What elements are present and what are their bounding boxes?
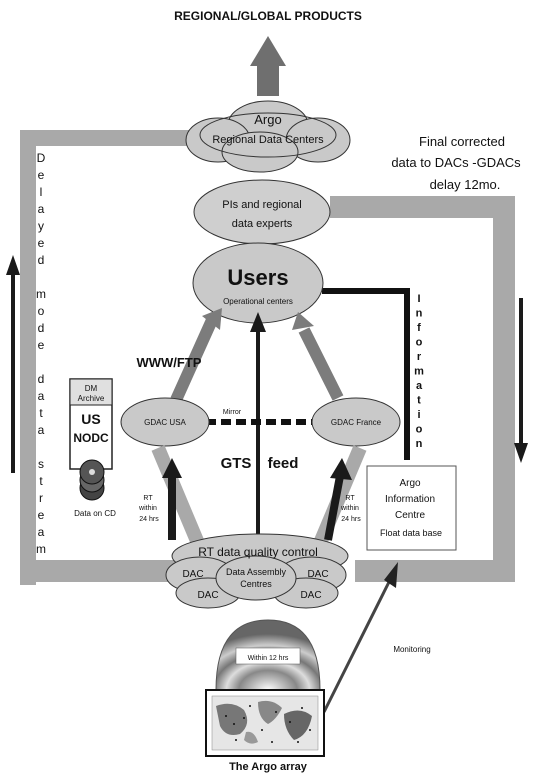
gdac-usa-label: GDAC USA [144, 418, 186, 427]
dm-archive-box: DM Archive US NODC [69, 378, 113, 470]
info-char-5: m [414, 366, 424, 378]
info-char-6: a [416, 380, 423, 392]
dms-char-22: a [38, 525, 45, 539]
dac-label-2: DAC [197, 590, 218, 601]
signal-waves: Within 12 hrs [215, 619, 321, 691]
gdac-france-node: GDAC France [311, 397, 401, 447]
rt-right-3: 24 hrs [341, 516, 361, 523]
pis-line1: PIs and regional [222, 199, 302, 211]
info-char-1: n [416, 308, 423, 320]
within-12-label: Within 12 hrs [248, 655, 289, 662]
argo-array-map [205, 689, 325, 757]
monitoring-arrow [322, 562, 398, 713]
left-up-arrow [6, 255, 20, 473]
dm-line3: US [81, 411, 100, 427]
users-node: Users Operational centers [192, 242, 324, 324]
info-char-9: o [416, 424, 423, 436]
dms-char-18: s [38, 457, 44, 471]
regional-line1: Argo [254, 112, 281, 127]
dms-char-16: a [38, 423, 45, 437]
gts-label: GTS [221, 455, 252, 472]
data-on-cd-label: Data on CD [74, 509, 116, 518]
cd-stack-icon [79, 459, 105, 501]
dac-center-line2: Centres [240, 579, 272, 589]
dms-char-14: a [38, 389, 45, 403]
gdac-usa-to-users-arrow [170, 308, 222, 403]
rt-left-1: RT [143, 495, 153, 502]
dms-char-13: d [38, 372, 45, 386]
gdac-usa-node: GDAC USA [120, 397, 210, 447]
dms-char-9: o [38, 304, 45, 318]
dac-label-4: DAC [300, 590, 321, 601]
feed-label: feed [268, 455, 299, 472]
info-char-3: o [416, 337, 423, 349]
dms-char-5: e [38, 236, 45, 250]
gdac-france-label: GDAC France [331, 418, 382, 427]
data-assembly-centres-cluster: RT data quality control Data Assembly Ce… [165, 533, 349, 609]
gts-feed-arrow [250, 312, 266, 548]
monitoring-label: Monitoring [393, 645, 430, 654]
rt-right-1: RT [345, 495, 355, 502]
info-char-10: n [416, 438, 423, 450]
dms-char-0: D [37, 151, 46, 165]
regional-line2: Regional Data Centers [212, 134, 324, 146]
gdac-france-to-users-arrow [292, 312, 344, 401]
info-char-2: f [417, 322, 421, 334]
rt-left-2: within [138, 505, 157, 512]
final-corrected-line1: Final corrected [419, 134, 505, 149]
rt-left-3: 24 hrs [139, 516, 159, 523]
rt-qc-label: RT data quality control [198, 545, 318, 559]
information-label: Information [414, 293, 424, 450]
final-corrected-line3: delay 12mo. [430, 177, 501, 192]
dac-label-3: DAC [307, 569, 328, 580]
dac-to-gdac-usa-band [151, 445, 207, 551]
dms-char-6: d [38, 253, 45, 267]
users-subtitle: Operational centers [223, 297, 293, 306]
dac-center-line1: Data Assembly [226, 567, 287, 577]
aic-line1: Argo [399, 478, 421, 489]
dms-char-2: l [40, 185, 43, 199]
dms-char-11: e [38, 338, 45, 352]
www-ftp-label: WWW/FTP [137, 355, 202, 370]
pis-regional-experts: PIs and regional data experts [193, 179, 331, 245]
dms-char-20: r [39, 491, 43, 505]
aic-line2: Information [385, 494, 435, 505]
argo-information-centre-box: Argo Information Centre Float data base [366, 465, 457, 551]
dac-to-gdac-france-band [311, 445, 367, 551]
delayed-mode-loop [20, 130, 515, 585]
dms-char-4: y [38, 219, 44, 233]
title: REGIONAL/GLOBAL PRODUCTS [174, 9, 362, 23]
mirror-link: Mirror [206, 409, 316, 425]
dms-char-19: t [39, 474, 43, 488]
info-char-8: i [417, 409, 420, 421]
dms-char-1: e [38, 168, 45, 182]
dm-line2: Archive [78, 394, 105, 403]
aic-line4: Float data base [380, 528, 442, 538]
aic-line3: Centre [395, 510, 425, 521]
users-title: Users [227, 265, 288, 290]
dac-label-1: DAC [182, 569, 203, 580]
dms-char-8: m [36, 287, 46, 301]
dm-line4: NODC [73, 431, 109, 445]
dms-char-15: t [39, 406, 43, 420]
information-links [322, 288, 410, 460]
regional-data-centers: Argo Regional Data Centers [185, 100, 351, 173]
mirror-label: Mirror [223, 409, 242, 416]
right-down-arrow [514, 298, 528, 463]
info-char-4: r [417, 351, 422, 363]
final-corrected-line2: data to DACs -GDACs [391, 155, 521, 170]
dms-char-23: m [36, 542, 46, 556]
pis-line2: data experts [232, 218, 293, 230]
argo-array-label: The Argo array [229, 761, 308, 773]
rt-right-2: within [340, 505, 359, 512]
top-up-arrow [250, 36, 286, 96]
info-char-7: t [417, 395, 421, 407]
dms-char-3: a [38, 202, 45, 216]
dms-char-21: e [38, 508, 45, 522]
dms-char-10: d [38, 321, 45, 335]
info-char-0: I [417, 293, 420, 305]
dm-line1: DM [85, 384, 98, 393]
